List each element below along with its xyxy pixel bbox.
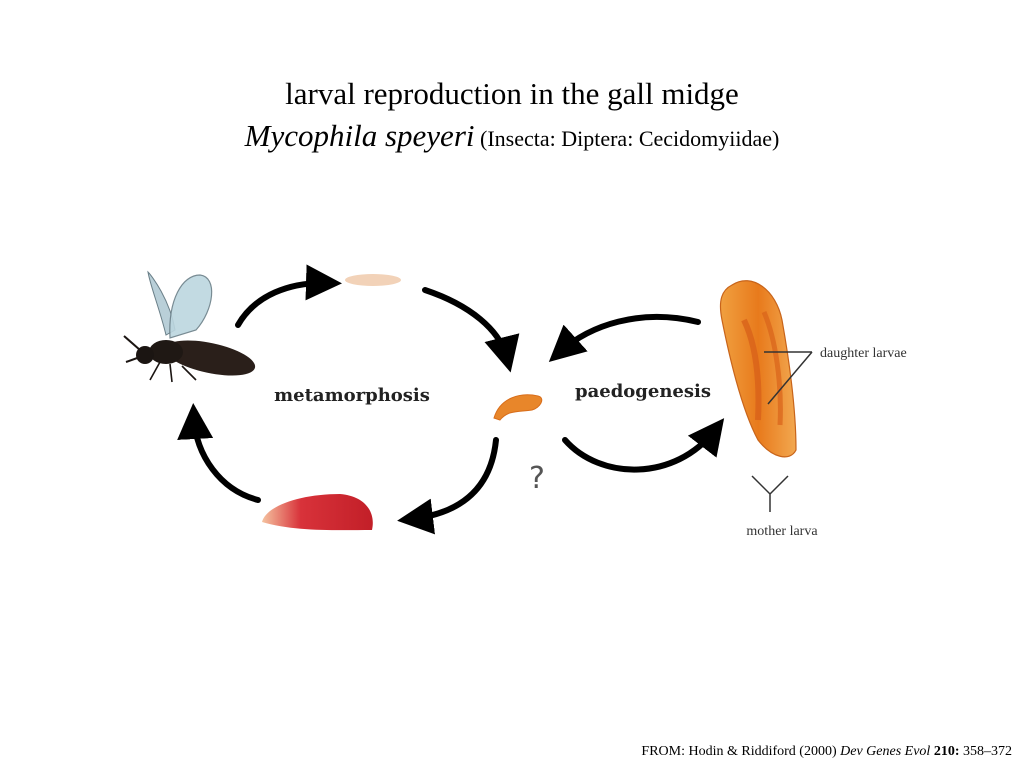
slide-title: larval reproduction in the gall midge [285,76,739,111]
young-larva-image [345,274,401,286]
mother-larva-image [719,280,797,458]
species-name: Mycophila speyeri [244,118,475,153]
taxonomy: (Insecta: Diptera: Cecidomyiidae) [474,126,780,151]
slide-subtitle: Mycophila speyeri (Insecta: Diptera: Cec… [0,118,1024,157]
daughter-larvae-label: daughter larvae [820,346,907,361]
question-mark-label: ? [529,461,545,496]
arrow-adult-to-larva [235,264,342,328]
citation-prefix: FROM: Hodin & Riddiford (2000) [641,744,841,759]
central-larva-image [493,394,543,421]
adult-midge-image [123,270,256,383]
citation-volume: 210: [933,744,960,759]
citation-journal: Dev Genes Evol [840,744,931,759]
pupa-image [262,494,373,531]
arrow-larva-to-center [422,287,520,373]
arrow-pupa-to-adult [177,403,261,503]
paedogenesis-label: paedogenesis [575,381,711,402]
arrow-mother-to-center [548,314,701,363]
citation-pages: 358–372 [959,744,1012,759]
daughter-larvae-pointer [764,351,813,405]
mother-larva-label: mother larva [746,524,818,539]
mother-larva-pointer [751,475,789,512]
arrow-center-to-mother [562,418,725,473]
source-citation: FROM: Hodin & Riddiford (2000) Dev Genes… [641,744,1012,760]
metamorphosis-label: metamorphosis [274,385,430,406]
arrow-center-to-pupa [397,437,499,535]
